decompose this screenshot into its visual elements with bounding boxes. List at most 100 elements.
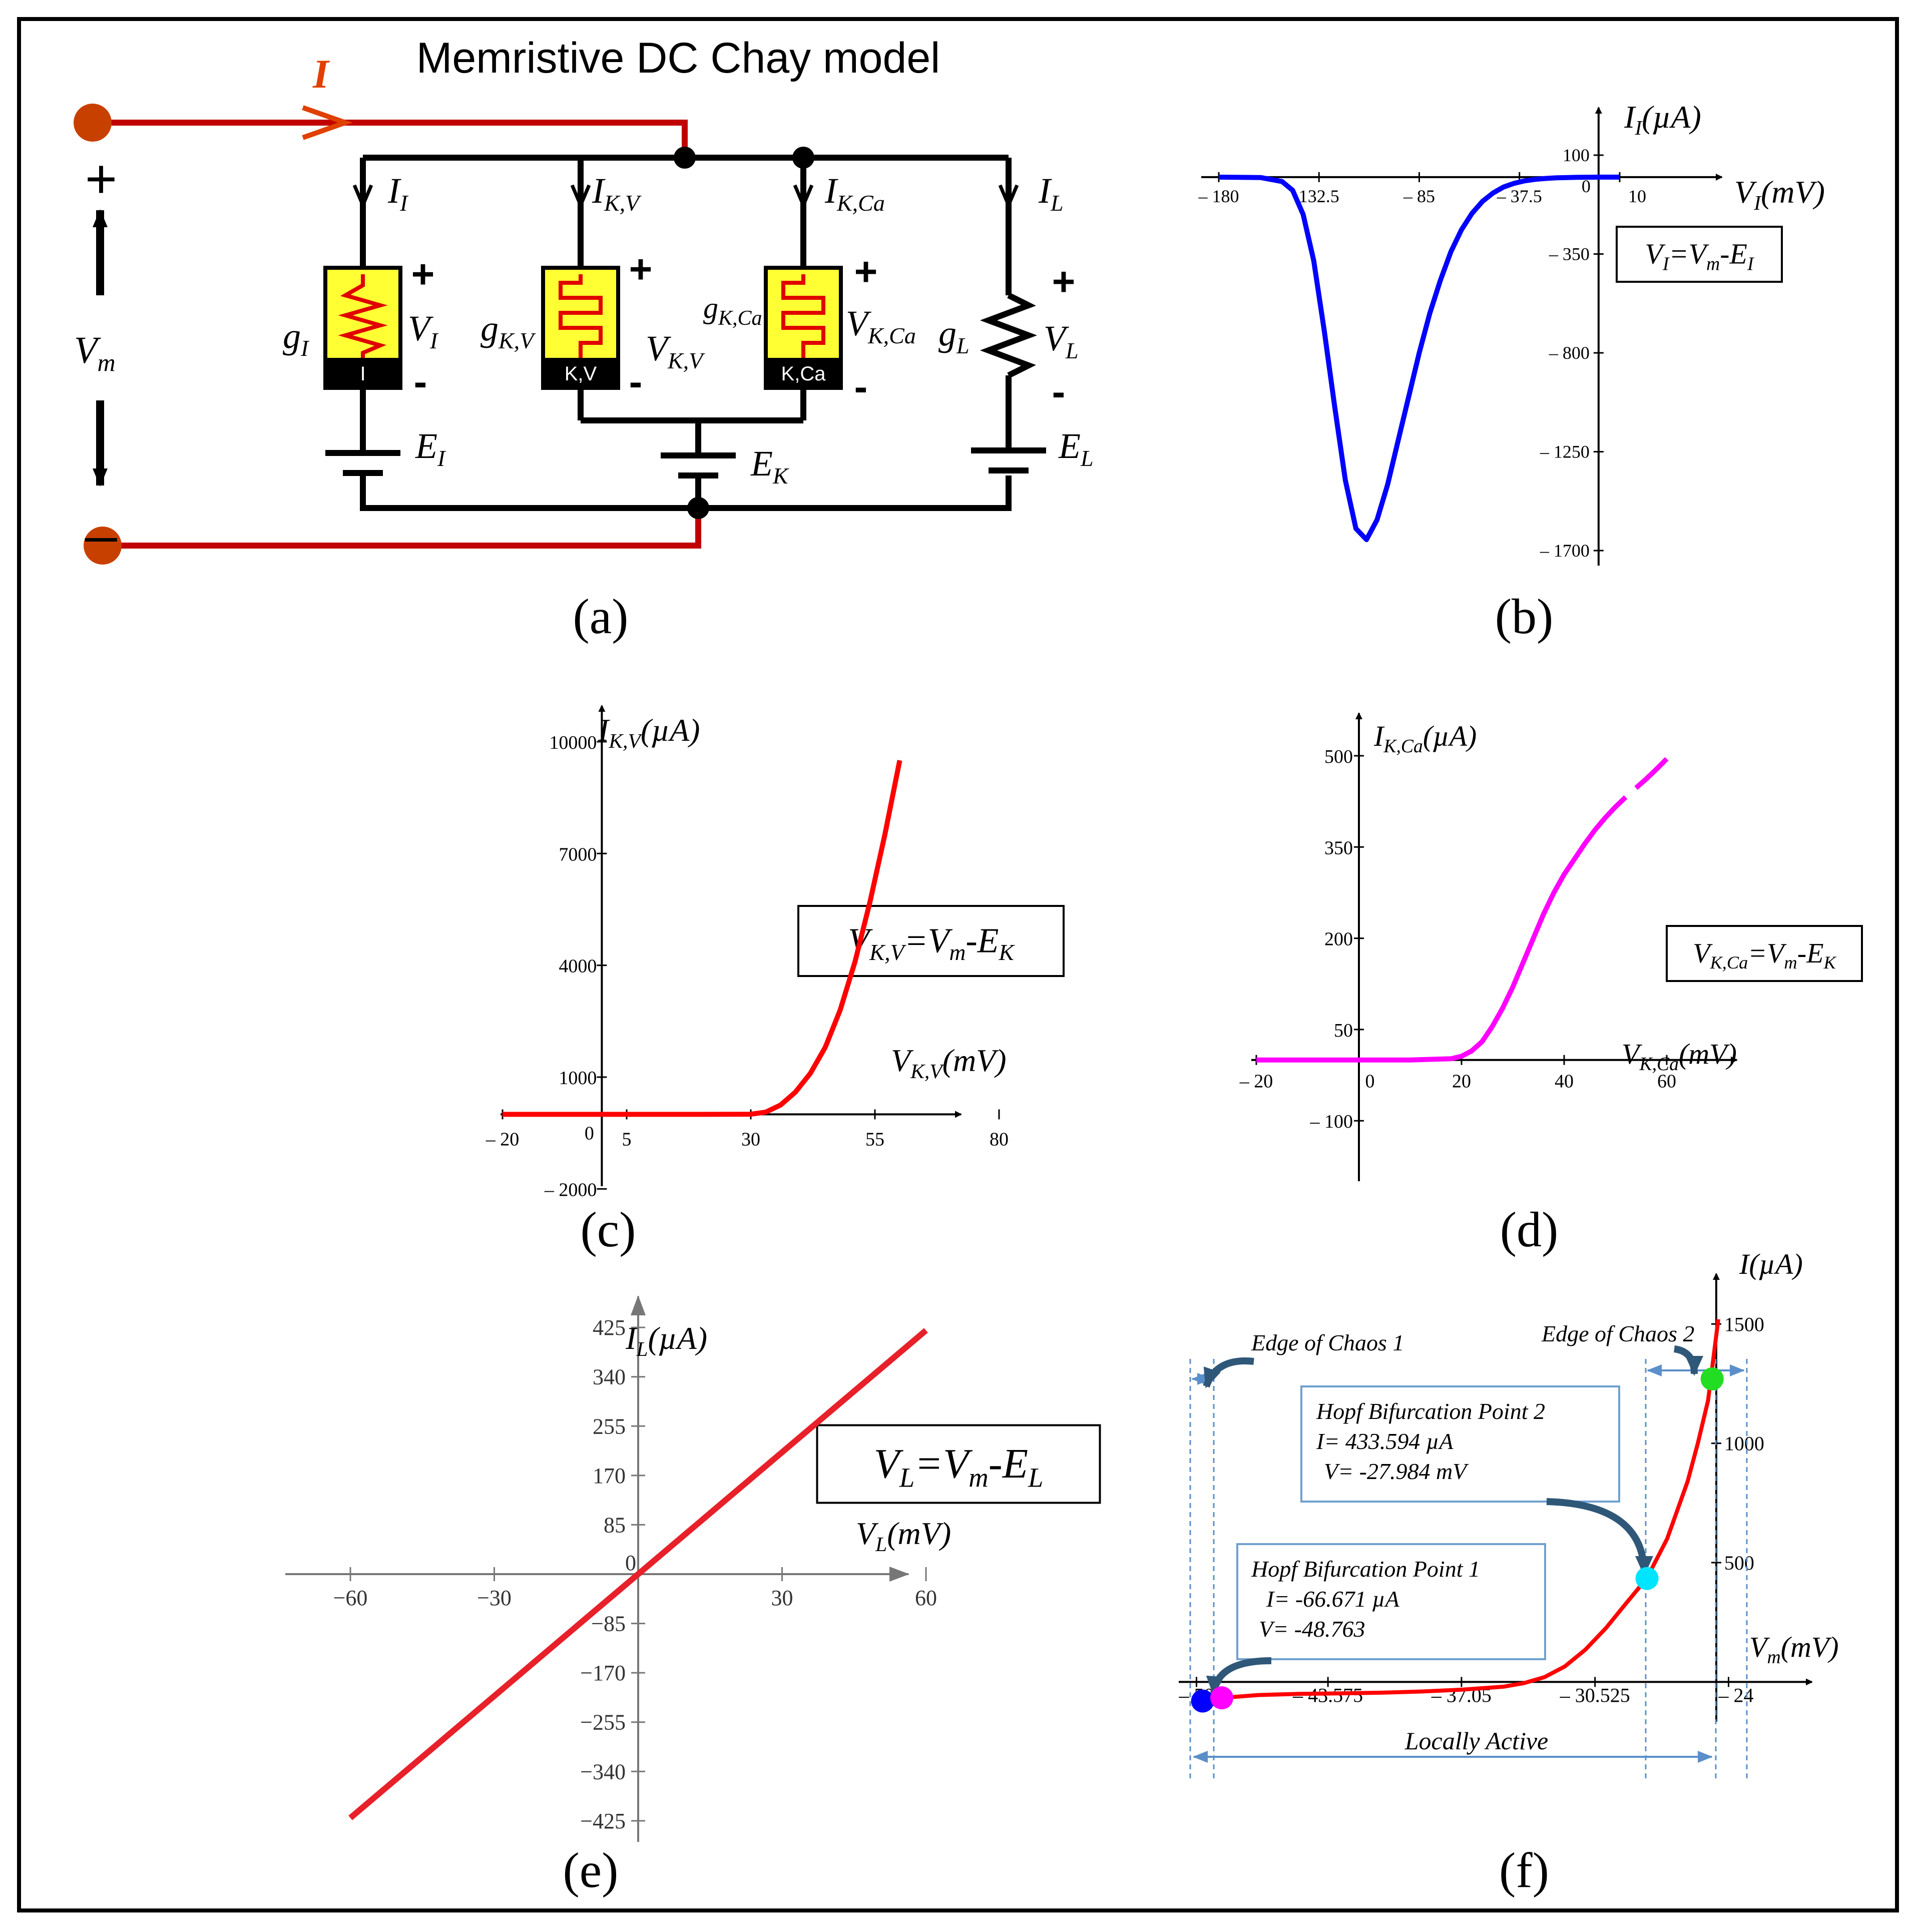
x-tick-label: – 85 (1403, 186, 1435, 206)
x-tick-label: 0 (625, 1551, 636, 1575)
junction-node (674, 147, 696, 169)
hopf-1-current: I= -66.671 µA (1266, 1586, 1400, 1612)
x-axis-label: VK,V(mV) (891, 1043, 1007, 1083)
x-tick-label: −60 (333, 1586, 368, 1610)
y-axis-label: I(µA) (1739, 1248, 1803, 1280)
hopf-2-arrow (1546, 1498, 1653, 1576)
x-tick-label: 0 (585, 1123, 594, 1144)
y-tick-label: 4000 (559, 956, 597, 977)
x-tick-label: 40 (1555, 1071, 1574, 1092)
x-axis-label: VK,Ca(mV) (1622, 1038, 1737, 1075)
battery-label: EL (1058, 426, 1094, 471)
hopf-2-current: I= 433.594 µA (1316, 1428, 1454, 1454)
series-line (348, 1328, 928, 1820)
y-axis-label: II(µA) (1624, 99, 1701, 139)
hopf-1-title: Hopf Bifurcation Point 1 (1251, 1556, 1480, 1582)
edge-of-chaos-1-label: Edge of Chaos 1 (1251, 1330, 1404, 1355)
y-axis-label: IK,Ca(µA) (1373, 720, 1477, 757)
locally-active-label: Locally Active (1404, 1727, 1548, 1755)
polarity-plus: + (629, 247, 653, 291)
branch-g-label: gL (938, 313, 970, 358)
battery-label: EK (750, 443, 789, 489)
y-tick-label: – 800 (1549, 343, 1590, 363)
input-current-arrow (302, 105, 353, 140)
diagram-title: Memristive DC Chay model (416, 34, 940, 82)
point-cyan (1635, 1567, 1659, 1590)
branch-g-label: gK,Ca (703, 291, 762, 330)
hopf-1-voltage: V= -48.763 (1259, 1616, 1365, 1642)
y-tick-label: 425 (593, 1315, 626, 1340)
x-tick-label: 60 (1657, 1071, 1676, 1092)
terminal-positive (74, 104, 112, 142)
y-tick-label: – 1250 (1540, 442, 1590, 462)
branch-current-label: IK,V (592, 171, 642, 216)
memristor-coil (781, 274, 825, 358)
chart-f: – 50– 43.575– 37.05– 30.525– 24150010005… (1178, 1248, 1839, 1782)
y-tick-label: 7000 (559, 844, 597, 865)
y-tick-label: 255 (593, 1414, 626, 1438)
y-tick-label: 50 (1334, 1020, 1353, 1041)
panel-label: (e) (563, 1842, 619, 1898)
y-axis-label: IK,V(µA) (598, 712, 700, 752)
current-arrow (570, 184, 591, 210)
y-tick-label: 1000 (1724, 1432, 1764, 1455)
current-arrow (352, 184, 373, 210)
polarity-plus: + (1052, 259, 1076, 304)
figure-border (17, 17, 1899, 1912)
x-axis-label: Vm(mV) (1749, 1631, 1839, 1668)
equation-text: VK,Ca=Vm-EK (1693, 938, 1836, 973)
point-green (1700, 1367, 1724, 1390)
branch-v-label: VK,Ca (846, 303, 916, 348)
equation-text: VK,V=Vm-EK (848, 921, 1015, 964)
x-tick-label: – 180 (1198, 186, 1239, 206)
x-tick-label: – 24 (1718, 1684, 1753, 1706)
branch-g-label: gI (283, 316, 310, 361)
x-axis-label: VL(mV) (856, 1516, 951, 1556)
polarity-plus: + (411, 252, 435, 296)
x-tick-label: 30 (741, 1129, 760, 1150)
input-current-label: I (312, 51, 330, 97)
vm-label: Vm (74, 329, 116, 376)
current-arrow (998, 184, 1019, 210)
y-tick-label: −425 (580, 1809, 626, 1833)
battery-label: EI (415, 426, 446, 471)
y-tick-label: −170 (580, 1661, 626, 1685)
x-tick-label: – 30.525 (1560, 1684, 1630, 1706)
memristor-coil (338, 274, 388, 358)
y-tick-label: 200 (1324, 929, 1353, 950)
memristor-coil (559, 274, 603, 358)
polarity-minus: - (854, 364, 868, 409)
hopf-2-box (1300, 1385, 1620, 1503)
branch-g-label: gK,V (481, 308, 536, 353)
panel-label: (d) (1500, 1202, 1559, 1257)
hopf-2-voltage: V= -27.984 mV (1324, 1459, 1469, 1484)
x-tick-label: – 20 (486, 1129, 520, 1150)
equation-text: VI=Vm-EI (1645, 238, 1755, 275)
panel-label: (c) (581, 1202, 636, 1257)
x-tick-label: 132.5 (1299, 186, 1339, 206)
point-blue (1191, 1689, 1214, 1713)
x-tick-label: 60 (915, 1586, 937, 1610)
y-tick-label: 340 (593, 1365, 626, 1389)
panel-label: (f) (1499, 1842, 1549, 1898)
memristor-band (543, 358, 618, 388)
edge-of-chaos-2-arrow (1673, 1345, 1703, 1376)
y-tick-label: −340 (580, 1759, 626, 1784)
y-tick-label: 10000 (549, 732, 597, 753)
y-tick-label: 1500 (1724, 1313, 1764, 1335)
x-tick-label: – 20 (1239, 1071, 1273, 1092)
y-tick-label: 170 (593, 1464, 626, 1488)
y-tick-label: 1000 (559, 1068, 597, 1089)
minus-sign: _ (85, 481, 117, 543)
hopf-1-box (1236, 1543, 1546, 1660)
y-tick-label: −85 (591, 1612, 626, 1636)
polarity-minus: - (629, 359, 643, 404)
y-tick-label: – 100 (1310, 1111, 1353, 1132)
y-tick-label: 100 (1563, 145, 1590, 165)
x-tick-label: 0 (1365, 1071, 1375, 1092)
equation-box (816, 1424, 1101, 1504)
